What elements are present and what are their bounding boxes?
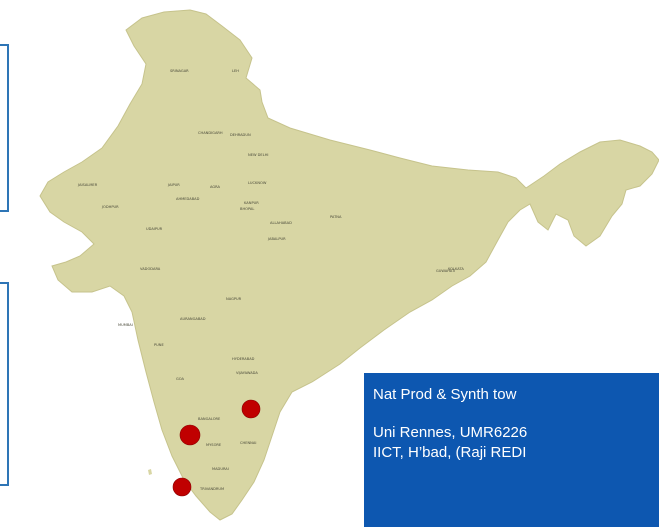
map-label-aurangabad: AURANGABAD — [180, 317, 206, 321]
map-label-mysore: MYSORE — [206, 443, 222, 447]
left-panel-top — [0, 44, 9, 212]
map-label-jaisalmer: JAISALMER — [77, 183, 98, 187]
map-label-agra: AGRA — [210, 185, 221, 189]
info-box-line-3: IICT, H’bad, (Raji REDI — [373, 444, 527, 461]
map-label-nagpur: NAGPUR — [226, 297, 242, 301]
lakshadweep-islands — [148, 469, 152, 475]
map-label-allahabad: ALLAHABAD — [270, 221, 292, 225]
map-label-hyderabad: HYDERABAD — [232, 357, 255, 361]
map-label-udaipur: UDAIPUR — [146, 227, 163, 231]
info-box-line-2: Uni Rennes, UMR6226 — [373, 424, 528, 441]
map-label-dehradun: DEHRADUN — [230, 133, 251, 137]
site-marker-trivandrum[interactable] — [172, 477, 192, 497]
map-label-patna: PATNA — [330, 215, 342, 219]
map-label-srinagar: SRINAGAR — [170, 69, 189, 73]
map-label-kolkata: KOLKATA — [448, 267, 464, 271]
map-label-ahmedabad: AHMEDABAD — [176, 197, 200, 201]
map-label-bangalore: BANGALORE — [198, 417, 221, 421]
map-label-vadodara: VADODARA — [140, 267, 161, 271]
map-label-guwahati: GUWAHATI — [436, 269, 455, 273]
map-label-trivandrum: TRIVANDRUM — [199, 487, 224, 491]
map-label-lucknow: LUCKNOW — [248, 181, 267, 185]
city-labels: SRINAGAR LEH CHANDIGARH DEHRADUN NEW DELHI JA… — [77, 69, 464, 491]
site-marker-chennai[interactable] — [241, 399, 261, 419]
map-label-jaipur: JAIPUR — [167, 183, 180, 187]
map-label-new-delhi: NEW DELHI — [248, 153, 268, 157]
map-label-vijayawada: VIJAYAWADA — [236, 371, 258, 375]
info-box-line-1: Nat Prod & Synth tow — [373, 386, 517, 403]
map-label-goa: GOA — [176, 377, 185, 381]
map-label-jodhpur: JODHPUR — [101, 205, 119, 209]
map-label-chandigarh: CHANDIGARH — [198, 131, 223, 135]
left-panel-bottom — [0, 282, 9, 486]
info-box: Nat Prod & Synth tow Uni Rennes, UMR6226… — [364, 373, 659, 527]
map-label-mumbai: MUMBAI — [118, 323, 133, 327]
info-box-spacer — [373, 405, 659, 423]
map-label-pune: PUNE — [154, 343, 164, 347]
map-label-bhopal: BHOPAL — [240, 207, 254, 211]
map-label-leh: LEH — [232, 69, 239, 73]
site-marker-bangalore[interactable] — [179, 424, 201, 446]
map-label-madurai: MADURAI — [212, 467, 229, 471]
india-mainland — [39, 9, 659, 521]
map-label-jabalpur: JABALPUR — [267, 237, 286, 241]
map-label-chennai: CHENNAI — [240, 441, 256, 445]
map-label-kanpur: KANPUR — [244, 201, 259, 205]
